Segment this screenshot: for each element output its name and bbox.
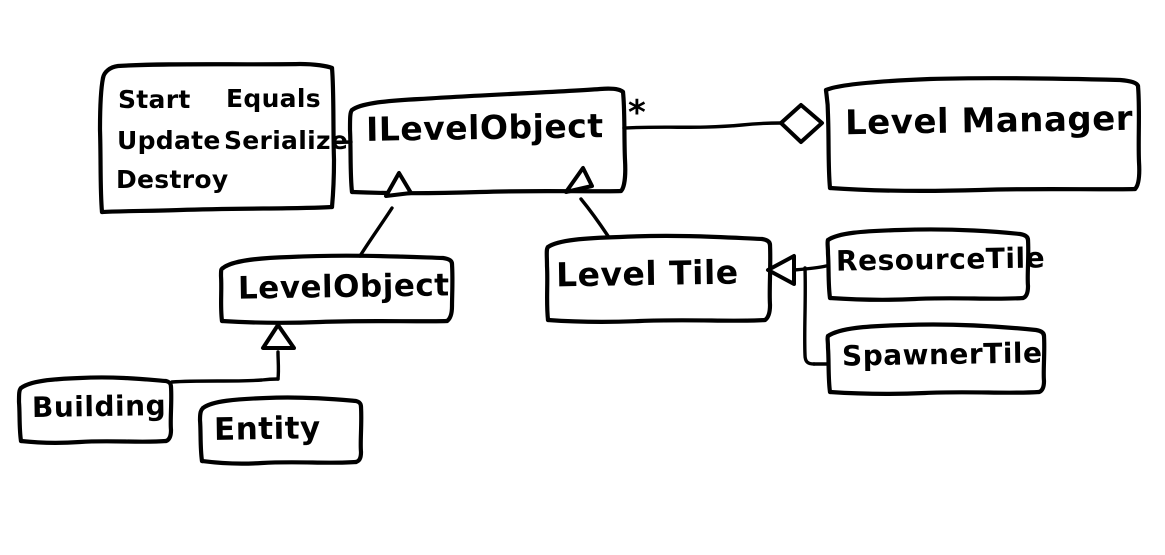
levelobject-box-shape[interactable] bbox=[218, 253, 455, 325]
inheritance-arrowhead-leveltile bbox=[766, 254, 796, 286]
edge-ilevelobject-to-levelmanager bbox=[622, 103, 824, 144]
method-update: Update bbox=[117, 126, 221, 155]
aggregation-diamond bbox=[779, 103, 824, 144]
method-destroy: Destroy bbox=[116, 165, 229, 194]
realization-arrowhead-left bbox=[384, 171, 413, 198]
multiplicity-many-label: * bbox=[628, 93, 646, 133]
method-equals: Equals bbox=[226, 84, 321, 113]
ilevelobject-box-shape[interactable] bbox=[347, 86, 628, 196]
entity-box-shape[interactable] bbox=[197, 395, 364, 466]
method-serialize: Serialize bbox=[224, 126, 349, 155]
leveltile-box-shape[interactable] bbox=[544, 233, 773, 324]
building-box-shape[interactable] bbox=[16, 375, 174, 445]
spawnertile-box-shape[interactable] bbox=[825, 322, 1047, 396]
edge-subclasses-to-levelobject bbox=[170, 323, 296, 384]
methods-box-shape[interactable] bbox=[97, 61, 337, 215]
inheritance-arrowhead-levelobject bbox=[261, 323, 296, 350]
edge-leveltile-to-ilevelobject bbox=[564, 166, 610, 238]
edge-tiles-to-leveltile bbox=[766, 254, 829, 366]
method-start: Start bbox=[118, 85, 191, 114]
levelmanager-box-shape[interactable] bbox=[823, 76, 1142, 193]
edge-levelobject-to-ilevelobject bbox=[358, 171, 413, 258]
realization-arrowhead-right bbox=[564, 166, 594, 194]
resourcetile-box-shape[interactable] bbox=[825, 227, 1031, 302]
